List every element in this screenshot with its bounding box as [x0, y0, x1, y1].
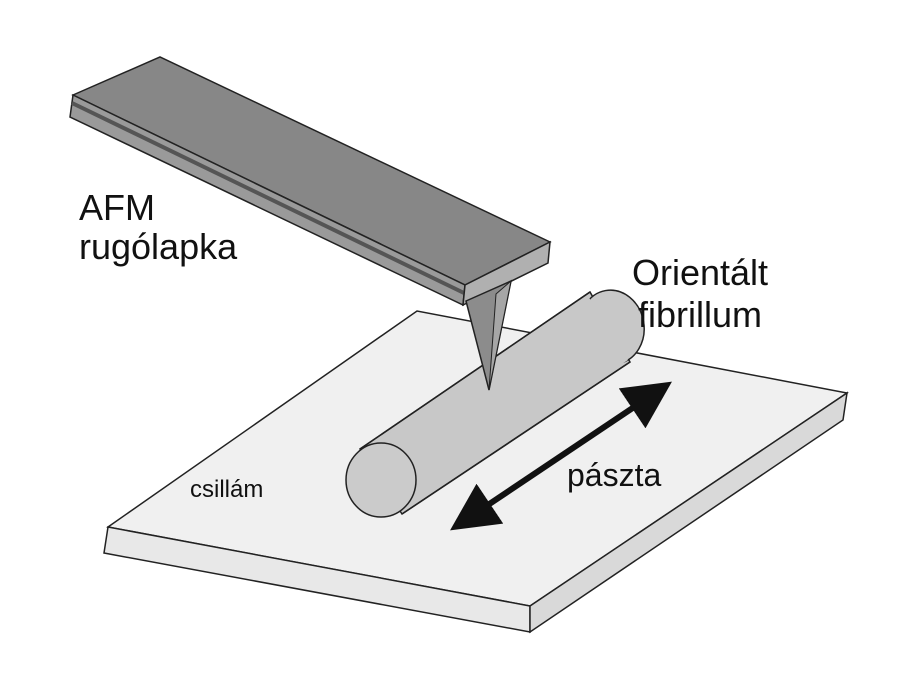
- mica-substrate: [103, 310, 849, 634]
- cantilever-side-stripe: [71, 101, 465, 295]
- paste-label: pászta: [567, 457, 662, 493]
- fibril-edge-top: [359, 291, 591, 450]
- cantilever-label-line1: AFM: [79, 187, 155, 228]
- fibril-label-line2: fibrillum: [638, 294, 763, 335]
- substrate-right-face: [529, 391, 848, 634]
- fibril-label-line1: Orientált: [632, 252, 769, 293]
- substrate-label: csillám: [190, 476, 264, 503]
- fibril-front-end: [345, 442, 417, 518]
- scan-double-arrow: [450, 381, 672, 531]
- tip-right-face: [488, 279, 512, 391]
- afm-cantilever: [69, 56, 552, 307]
- cantilever-label-line2: rugólapka: [79, 226, 238, 267]
- cantilever-end-face: [462, 240, 551, 307]
- afm-tip: [465, 279, 513, 391]
